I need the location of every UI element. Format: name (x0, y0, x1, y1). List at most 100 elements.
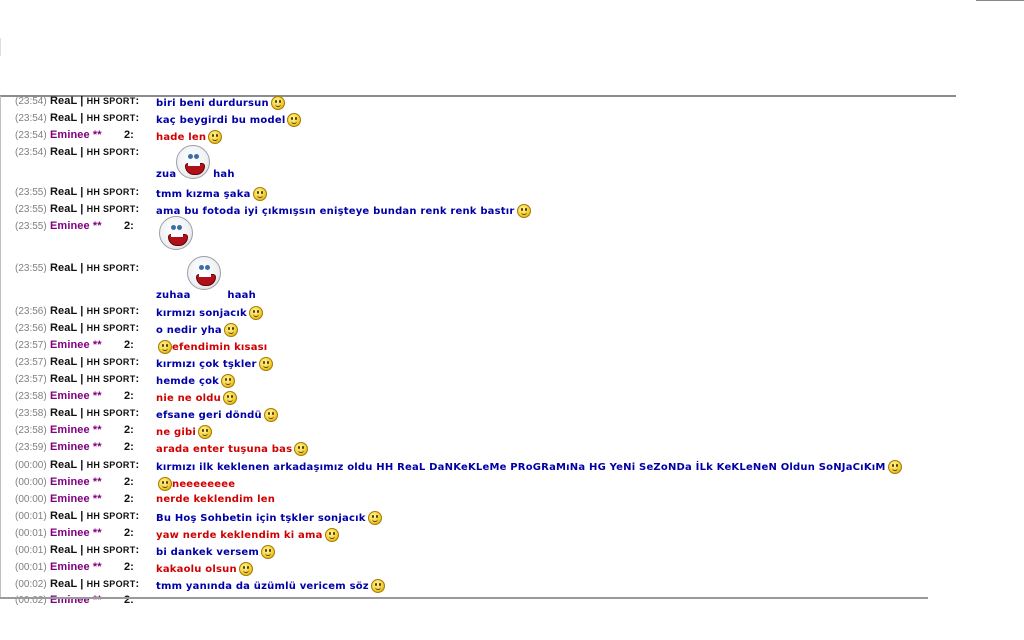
chat-message-row: (23:57)Eminee **2:efendimin kısası (1, 338, 956, 355)
chat-message-row: (00:01)Eminee **2:kakaolu olsun (1, 560, 956, 577)
nick-colon: : (135, 544, 140, 556)
sender-nick-eminee[interactable]: Eminee ** (50, 527, 102, 539)
message-text: hade len (156, 130, 223, 144)
sender-nick-real[interactable]: ReaL | HH SPORT: (50, 262, 139, 274)
chat-message-row: (23:59)Eminee **2:arada enter tuşuna bas (1, 440, 956, 457)
message-text: biri beni durdursun (156, 96, 285, 110)
smile-smiley-icon (370, 579, 385, 593)
nick-tag: HH SPORT (86, 579, 136, 589)
sender-nick-eminee[interactable]: Eminee ** (50, 339, 102, 351)
message-body: kırmızı çok tşkler (156, 359, 257, 370)
nick-name: ReaL | (50, 407, 87, 419)
smile-smiley-icon (260, 545, 275, 559)
sender-nick-real[interactable]: ReaL | HH SPORT: (50, 373, 139, 385)
message-timestamp: (00:02) (15, 579, 47, 590)
nick-name: ReaL | (50, 203, 87, 215)
sender-nick-real[interactable]: ReaL | HH SPORT: (50, 407, 139, 419)
message-text: kaç beygirdi bu model (156, 113, 302, 127)
sender-nick-real[interactable]: ReaL | HH SPORT: (50, 305, 139, 317)
message-body: biri beni durdursun (156, 98, 269, 109)
nick-colon: : (135, 203, 140, 215)
sender-nick-eminee[interactable]: Eminee ** (50, 390, 102, 402)
sender-number: 2: (124, 129, 134, 141)
chat-message-row: (23:58)Eminee **2:nie ne oldu (1, 389, 956, 406)
sender-nick-real[interactable]: ReaL | HH SPORT: (50, 203, 139, 215)
message-timestamp: (23:54) (15, 130, 47, 141)
chat-message-row: (00:01)ReaL | HH SPORT:Bu Hoş Sohbetin i… (1, 509, 956, 526)
message-text: tmm kızma şaka (156, 187, 267, 201)
nick-colon: : (135, 407, 140, 419)
nick-tag: HH SPORT (86, 113, 136, 123)
sender-nick-eminee[interactable]: Eminee ** (50, 441, 102, 453)
nick-tag: HH SPORT (86, 374, 136, 384)
sender-nick-eminee[interactable]: Eminee ** (50, 561, 102, 573)
sender-number: 2: (124, 390, 134, 402)
sender-nick-eminee[interactable]: Eminee ** (50, 424, 102, 436)
nick-name: ReaL | (50, 322, 87, 334)
nick-tag: HH SPORT (86, 263, 136, 273)
message-body: ne gibi (156, 427, 196, 438)
message-body: neeeeeeee (172, 479, 236, 490)
sender-number: 2: (124, 527, 134, 539)
smile-smiley-icon (223, 323, 238, 337)
message-body: ama bu fotoda iyi çıkmışsın enişteye bun… (156, 206, 515, 217)
nick-tag: HH SPORT (86, 204, 136, 214)
smile-smiley-icon (287, 113, 302, 127)
wink-smiley-icon (248, 306, 263, 320)
sender-nick-real[interactable]: ReaL | HH SPORT: (50, 186, 139, 198)
eye-l-part (199, 265, 204, 270)
message-body: arada enter tuşuna bas (156, 444, 293, 455)
message-timestamp: (00:01) (15, 545, 47, 556)
chat-message-row: zuhaa haah (1, 256, 956, 305)
sender-nick-real[interactable]: ReaL | HH SPORT: (50, 95, 139, 107)
sender-nick-real[interactable]: ReaL | HH SPORT: (50, 112, 139, 124)
chat-message-row: (23:55)Eminee **2: (1, 216, 956, 250)
nick-colon: : (135, 262, 140, 274)
sender-nick-eminee[interactable]: Eminee ** (50, 493, 102, 505)
nick-colon: : (135, 578, 140, 590)
sender-nick-real[interactable]: ReaL | HH SPORT: (50, 510, 139, 522)
sender-nick-eminee[interactable]: Eminee ** (50, 594, 102, 606)
sender-nick-real[interactable]: ReaL | HH SPORT: (50, 578, 139, 590)
sender-nick-eminee[interactable]: Eminee ** (50, 129, 102, 141)
message-timestamp: (23:58) (15, 408, 47, 419)
nick-tag: HH SPORT (86, 147, 136, 157)
sender-number: 2: (124, 424, 134, 436)
nick-colon: : (135, 373, 140, 385)
sender-nick-eminee[interactable]: Eminee ** (50, 220, 102, 232)
chat-message-row: (00:00)ReaL | HH SPORT:kırmızı ilk kekle… (1, 458, 956, 475)
sender-number: 2: (124, 493, 134, 505)
laughing-face-emoticon-icon (159, 216, 193, 250)
confused-smiley-icon (197, 425, 212, 439)
message-text: nerde keklendim len (156, 494, 275, 505)
message-body: zuhaa haah (156, 290, 256, 301)
grin-smiley-icon (158, 340, 172, 354)
sender-nick-real[interactable]: ReaL | HH SPORT: (50, 544, 139, 556)
sender-number: 2: (124, 441, 134, 453)
sender-number: 2: (124, 594, 134, 606)
sender-nick-real[interactable]: ReaL | HH SPORT: (50, 322, 139, 334)
sender-nick-real[interactable]: ReaL | HH SPORT: (50, 146, 139, 158)
nick-colon: : (135, 322, 140, 334)
message-text: neeeeeeee (156, 477, 235, 491)
nick-colon: : (135, 305, 140, 317)
nick-tag: HH SPORT (86, 187, 136, 197)
teeth-smiley-icon (238, 562, 253, 576)
message-body: nie ne oldu (156, 393, 221, 404)
teeth-part (188, 163, 200, 166)
sender-nick-real[interactable]: ReaL | HH SPORT: (50, 459, 139, 471)
chat-message-row: (00:02)ReaL | HH SPORT:tmm yanında da üz… (1, 577, 956, 594)
nick-colon: : (135, 356, 140, 368)
message-text: ama bu fotoda iyi çıkmışsın enişteye bun… (156, 204, 531, 218)
nick-name: ReaL | (50, 262, 87, 274)
message-body: kırmızı ilk keklenen arkadaşımız oldu HH… (156, 462, 886, 473)
eye-l-part (188, 154, 193, 159)
chat-log-window[interactable]: (23:54)ReaL | HH SPORT:biri beni durdurs… (0, 95, 956, 606)
chat-message-row: (23:54)ReaL | HH SPORT: (1, 145, 956, 162)
sender-nick-real[interactable]: ReaL | HH SPORT: (50, 356, 139, 368)
chat-message-row: (23:58)Eminee **2:ne gibi (1, 423, 956, 440)
chat-message-row: (23:57)ReaL | HH SPORT:kırmızı çok tşkle… (1, 355, 956, 372)
chat-message-row: (23:55)ReaL | HH SPORT: (1, 261, 956, 278)
sender-nick-eminee[interactable]: Eminee ** (50, 476, 102, 488)
message-body: kırmızı sonjacık (156, 308, 247, 319)
